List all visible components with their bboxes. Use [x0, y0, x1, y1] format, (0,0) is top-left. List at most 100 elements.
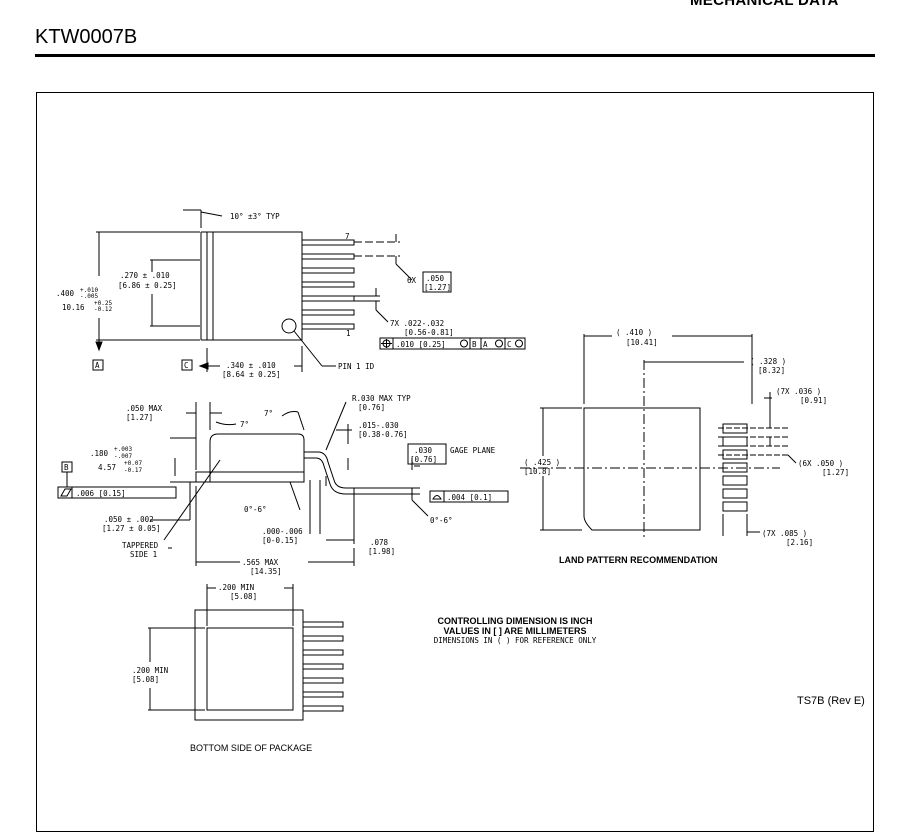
bottom-view-leads	[302, 621, 344, 712]
top-view	[92, 209, 526, 372]
note-reference-only: DIMENSIONS IN ( ) FOR REFERENCE ONLY	[433, 636, 597, 645]
bottom-view	[148, 584, 344, 721]
land-height-inch: ( .425 )	[524, 458, 560, 467]
standoff-inch: .050 ± .002	[104, 515, 154, 524]
datum-a-letter: A	[95, 361, 100, 370]
side-height-mm-tol-top: +0.07	[124, 460, 142, 467]
standoff-mm: [1.27 ± 0.05]	[102, 524, 161, 533]
land-offset-inch: ( .328 )	[750, 357, 786, 366]
side-thick-mm: [0.38-0.76]	[358, 430, 408, 439]
land-pattern	[520, 334, 797, 540]
side-lead-mm: [1.27]	[126, 413, 153, 422]
top-height-tol-top: +.010	[80, 287, 98, 294]
lead-width-mm: [0.56-0.81]	[404, 328, 454, 337]
bottom-view-body	[194, 609, 304, 721]
top-tab-mm: [6.86 ± 0.25]	[118, 281, 177, 290]
side-height-mm: 4.57	[98, 463, 116, 472]
land-pitch-inch: (6X .050 )	[798, 459, 843, 468]
pin-top-number: 7	[345, 232, 350, 241]
land-offset-mm: [8.32]	[758, 366, 785, 375]
datum-c-letter: C	[184, 361, 189, 370]
datum-c-box	[181, 359, 193, 371]
body-length-mm: [8.64 ± 0.25]	[222, 370, 281, 379]
side-view-body	[209, 433, 305, 483]
note-controlling-dimension: CONTROLLING DIMENSION IS INCH	[437, 616, 593, 626]
bottom-view-caption: BOTTOM SIDE OF PACKAGE	[190, 743, 313, 753]
side-angle-left: 7°	[240, 420, 249, 429]
note-values-mm: VALUES IN [ ] ARE MILLIMETERS	[443, 626, 587, 636]
side-angle-right: 7°	[264, 409, 273, 418]
side-view	[57, 401, 509, 566]
pitch-mm: [1.27]	[424, 283, 451, 292]
profile-value: .004 [0.1]	[447, 493, 492, 502]
position-datum-b: B	[472, 340, 477, 349]
land-pitch-mm: [1.27]	[822, 468, 849, 477]
offset-mm: [0-0.15]	[262, 536, 298, 545]
side-radius-inch: R.030 MAX TYP	[352, 394, 411, 403]
header-rule	[35, 54, 875, 57]
gage-plane-label: GAGE PLANE	[450, 446, 496, 455]
side-radius-mm: [0.76]	[358, 403, 385, 412]
top-view-body	[206, 231, 303, 341]
pitch-box	[422, 271, 452, 293]
land-padw-inch: (7X .036 )	[776, 387, 821, 396]
land-pattern-pad	[583, 407, 701, 531]
side-datum-b-letter: B	[64, 463, 69, 472]
top-height-inch: .400	[56, 289, 75, 298]
lead-width-inch: 7X .022-.032	[390, 319, 444, 328]
bottom-height-inch: .200 MIN	[132, 666, 168, 675]
datum-a-box	[92, 359, 104, 371]
pitch-inch: .050	[426, 274, 445, 283]
flatness-frame	[57, 486, 177, 499]
offset-inch: .000-.006	[262, 527, 303, 536]
top-height-tol-bot: -.005	[80, 293, 98, 300]
top-tab-inch: .270 ± .010	[120, 271, 170, 280]
body-angle: 0°-6°	[244, 505, 267, 514]
position-datum-a: A	[483, 340, 488, 349]
side-height-tol-top: +.003	[114, 446, 132, 453]
flatness-value: .006 [0.15]	[76, 489, 126, 498]
land-width-inch: ( .410 )	[616, 328, 652, 337]
top-height-mm-tol-top: +0.25	[94, 300, 112, 307]
land-height-mm: [10.8]	[524, 467, 551, 476]
position-tolerance-frame	[379, 337, 526, 350]
foot-angle: 0°-6°	[430, 516, 453, 525]
package-code: KTW0007B	[35, 26, 138, 48]
land-padlen-mm: [2.16]	[786, 538, 813, 547]
gage-box	[407, 443, 447, 465]
position-tol-value: .010 [0.25]	[396, 340, 446, 349]
bottom-height-mm: [5.08]	[132, 675, 159, 684]
lead-profile	[304, 451, 420, 489]
revision-label: TS7B (Rev E)	[797, 695, 865, 707]
top-height-mm: 10.16	[62, 303, 85, 312]
bottom-width-mm: [5.08]	[230, 592, 257, 601]
pitch-prefix: 6X	[407, 276, 417, 285]
land-pattern-caption: LAND PATTERN RECOMMENDATION	[559, 555, 718, 565]
land-width-mm: [10.41]	[626, 338, 658, 347]
top-angle-label: 10° ±3° TYP	[230, 212, 280, 221]
total-length-inch: .565 MAX	[242, 558, 279, 567]
section-title: MECHANICAL DATA	[690, 0, 839, 9]
top-view-leads	[301, 239, 355, 330]
foot-mm: [1.98]	[368, 547, 395, 556]
foot-inch: .078	[370, 538, 389, 547]
pin1-marker	[281, 318, 297, 334]
top-height-mm-tol-bot: -0.12	[94, 306, 112, 313]
total-length-mm: [14.35]	[250, 567, 282, 576]
tapered-label: TAPPERED	[122, 541, 159, 550]
side-height-mm-tol-bot: -0.17	[124, 467, 142, 474]
side1-label: SIDE 1	[130, 550, 157, 559]
side-height-tol-bot: -.007	[114, 453, 132, 460]
profile-frame	[429, 490, 509, 503]
side-thick-inch: .015-.030	[358, 421, 399, 430]
pin-bottom-number: 1	[346, 329, 351, 338]
gage-inch: .030	[414, 446, 433, 455]
side-height-inch: .180	[90, 449, 109, 458]
land-padlen-inch: (7X .085 )	[762, 529, 807, 538]
pin1-label: PIN 1 ID	[338, 362, 375, 371]
gage-mm: [0.76]	[410, 455, 437, 464]
position-datum-c: C	[507, 340, 512, 349]
bottom-width-inch: .200 MIN	[218, 583, 254, 592]
body-length-inch: .340 ± .010	[226, 361, 276, 370]
